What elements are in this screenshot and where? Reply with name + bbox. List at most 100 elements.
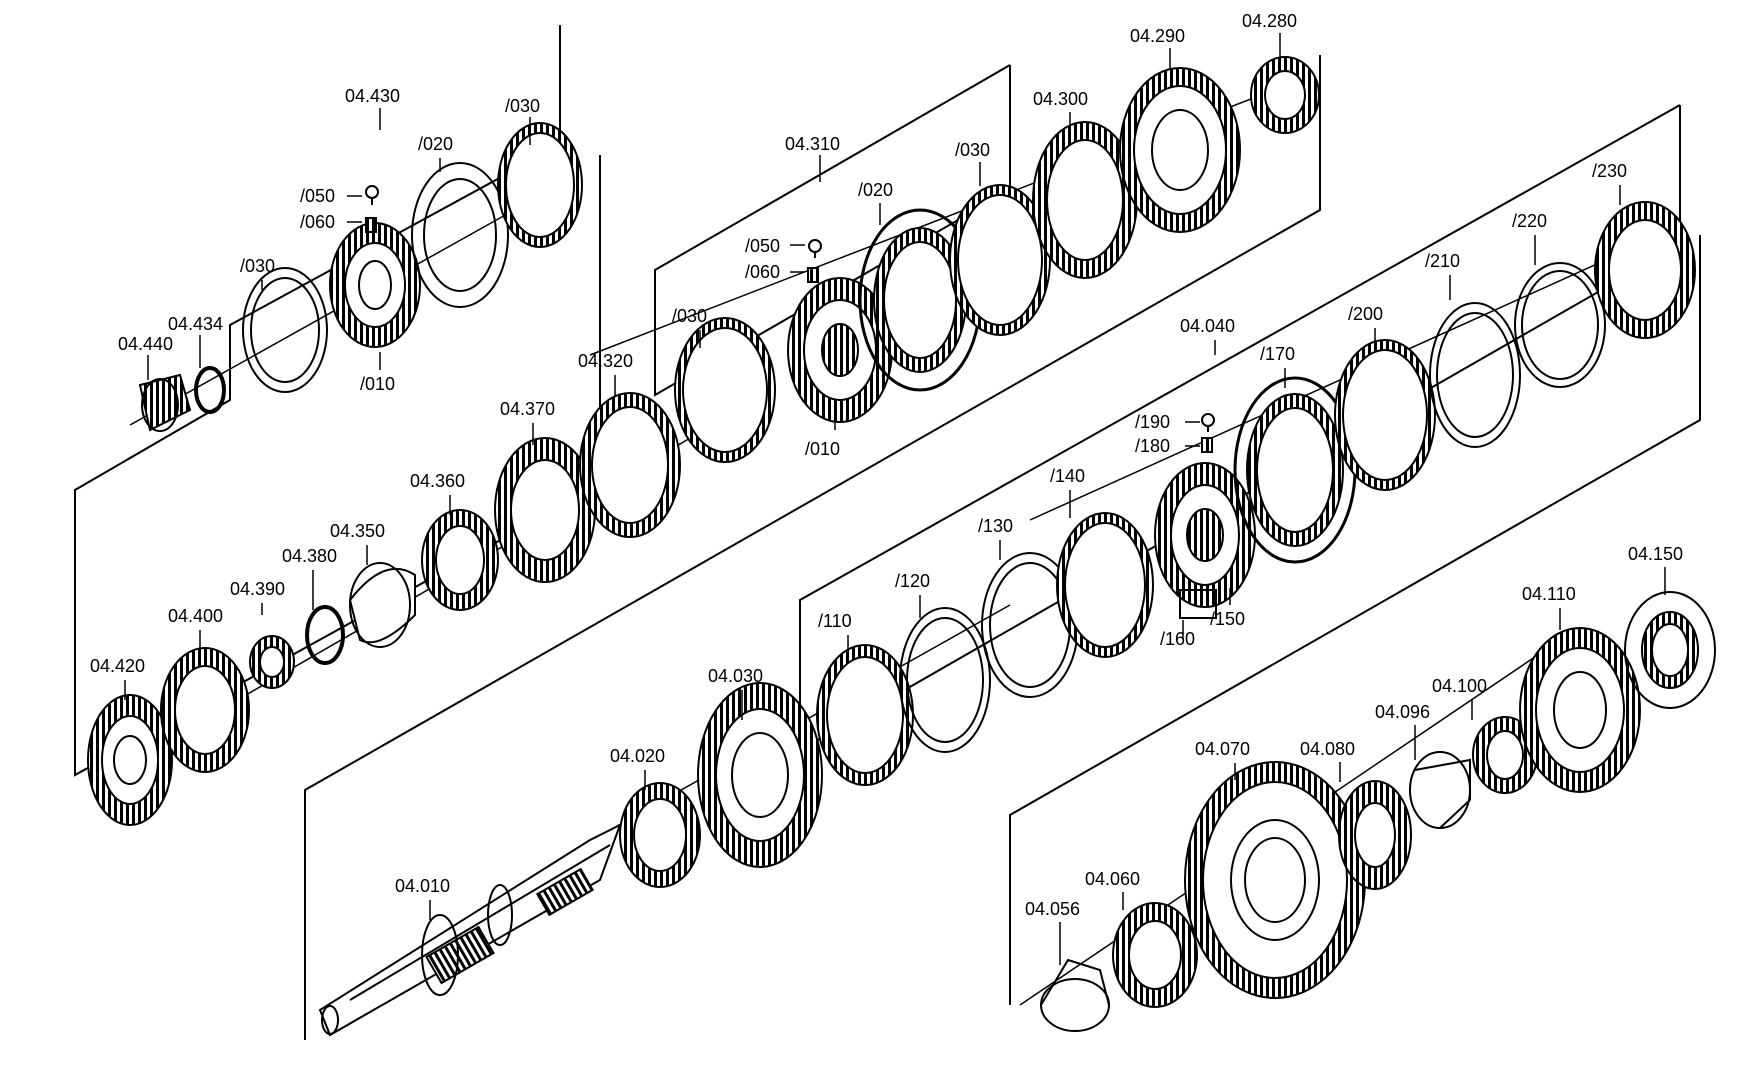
label-04-040: 04.040 xyxy=(1180,316,1235,336)
label-04-080: 04.080 xyxy=(1300,739,1355,759)
label-04-040-130: /130 xyxy=(978,516,1013,536)
part-050-detent-ball-a xyxy=(365,185,379,205)
group-04-430-parts xyxy=(138,122,583,432)
part-150-hub xyxy=(1154,462,1256,608)
assembly-axes xyxy=(124,79,1651,1006)
part-04-434-circlip xyxy=(194,366,226,414)
label-04-310-010: /010 xyxy=(805,439,840,459)
part-04-300-clutch-body xyxy=(1032,121,1138,279)
part-04-110-gear xyxy=(1519,627,1641,793)
part-060-spring-b xyxy=(807,267,819,283)
label-04-020: 04.020 xyxy=(610,746,665,766)
part-020-sleeve-a xyxy=(411,162,509,308)
label-04-150: 04.150 xyxy=(1628,544,1683,564)
part-04-080-gear xyxy=(1338,780,1412,890)
part-050-detent-ball-b xyxy=(808,239,822,258)
part-060-spring-a xyxy=(365,217,377,233)
part-220-ring xyxy=(1514,262,1606,388)
label-04-360: 04.360 xyxy=(410,471,465,491)
part-010-hub-a xyxy=(329,222,421,348)
label-04-040-180: /180 xyxy=(1135,436,1170,456)
part-170-sleeve xyxy=(1233,376,1357,564)
part-140-sync-ring xyxy=(1056,512,1154,658)
label-04-320: 04.320 xyxy=(578,351,633,371)
part-04-350-bushing xyxy=(348,562,416,648)
part-04-390-needle-bearing xyxy=(249,635,295,689)
part-04-070-gear xyxy=(1184,761,1366,999)
label-04-040-140: /140 xyxy=(1050,466,1085,486)
part-030-sync-ring-d xyxy=(949,184,1051,336)
part-120-ring xyxy=(899,607,991,753)
label-04-040-150: /150 xyxy=(1210,609,1245,629)
part-04-030-gear xyxy=(697,682,823,868)
part-180-spring xyxy=(1201,437,1213,453)
label-04-056: 04.056 xyxy=(1025,899,1080,919)
label-04-040-170: /170 xyxy=(1260,344,1295,364)
part-190-detent-ball xyxy=(1201,413,1215,432)
part-04-100-needle-bearing xyxy=(1472,716,1538,794)
part-04-370-gear xyxy=(494,437,596,583)
label-04-040-230: /230 xyxy=(1592,161,1627,181)
callout-labels: 04.430 /020 /030 /050 /060 /030 /010 04.… xyxy=(90,11,1683,919)
part-030-sync-ring-a xyxy=(242,267,328,393)
group-04-310-parts xyxy=(674,56,1320,463)
group-04-040-parts xyxy=(816,201,1696,786)
label-04-430-030-left: /030 xyxy=(240,256,275,276)
main-shaft-parts xyxy=(318,682,823,1037)
part-160-block xyxy=(1179,589,1217,619)
label-04-040-190: /190 xyxy=(1135,412,1170,432)
label-04-060: 04.060 xyxy=(1085,869,1140,889)
frame-04-310-right xyxy=(304,55,1321,1040)
label-04-100: 04.100 xyxy=(1432,676,1487,696)
label-04-040-210: /210 xyxy=(1425,251,1460,271)
upper-shaft-parts xyxy=(87,392,681,826)
part-030-sync-ring-b xyxy=(497,122,583,248)
part-04-320-clutch-body xyxy=(579,392,681,538)
label-04-430-030-top: /030 xyxy=(505,96,540,116)
label-04-310-030-left: /030 xyxy=(672,306,707,326)
label-04-040-120: /120 xyxy=(895,571,930,591)
label-04-310: 04.310 xyxy=(785,134,840,154)
part-230-clutch-body xyxy=(1594,201,1696,339)
part-04-020-needle-bearing xyxy=(619,782,701,888)
label-04-434: 04.434 xyxy=(168,314,223,334)
label-04-096: 04.096 xyxy=(1375,702,1430,722)
label-04-040-220: /220 xyxy=(1512,211,1547,231)
frame-04-310 xyxy=(654,64,1011,397)
label-04-390: 04.390 xyxy=(230,579,285,599)
part-04-150-bearing xyxy=(1624,591,1716,709)
label-04-440: 04.440 xyxy=(118,334,173,354)
label-04-430-020: /020 xyxy=(418,134,453,154)
part-04-380-circlip xyxy=(305,605,345,665)
label-04-430: 04.430 xyxy=(345,86,400,106)
label-04-040-110: /110 xyxy=(818,611,852,631)
part-04-290-gear xyxy=(1119,67,1241,233)
label-04-040-160: /160 xyxy=(1160,629,1195,649)
label-04-310-020: /020 xyxy=(858,180,893,200)
label-04-350: 04.350 xyxy=(330,521,385,541)
label-04-010: 04.010 xyxy=(395,876,450,896)
label-04-420: 04.420 xyxy=(90,656,145,676)
part-04-400-gear xyxy=(160,647,250,773)
part-030-sync-ring-c xyxy=(674,317,776,463)
part-04-096-bushing xyxy=(1409,751,1471,829)
label-04-030: 04.030 xyxy=(708,666,763,686)
label-04-310-060: /060 xyxy=(745,262,780,282)
leader-lines xyxy=(124,33,1666,965)
part-04-440-pinion xyxy=(138,373,192,432)
part-020-sleeve-b xyxy=(858,208,982,392)
label-04-400: 04.400 xyxy=(168,606,223,626)
label-04-310-030-right: /030 xyxy=(955,140,990,160)
label-04-040-200: /200 xyxy=(1348,304,1383,324)
label-04-110: 04.110 xyxy=(1522,584,1576,604)
label-04-290: 04.290 xyxy=(1130,26,1185,46)
part-04-360-needle-bearing xyxy=(421,509,499,611)
part-210-ring xyxy=(1429,302,1521,448)
part-04-280-needle-bearing xyxy=(1250,56,1320,134)
part-04-010-main-shaft xyxy=(318,822,622,1037)
label-04-070: 04.070 xyxy=(1195,739,1250,759)
label-04-430-010: /010 xyxy=(360,374,395,394)
label-04-280: 04.280 xyxy=(1242,11,1297,31)
label-04-370: 04.370 xyxy=(500,399,555,419)
label-04-380: 04.380 xyxy=(282,546,337,566)
